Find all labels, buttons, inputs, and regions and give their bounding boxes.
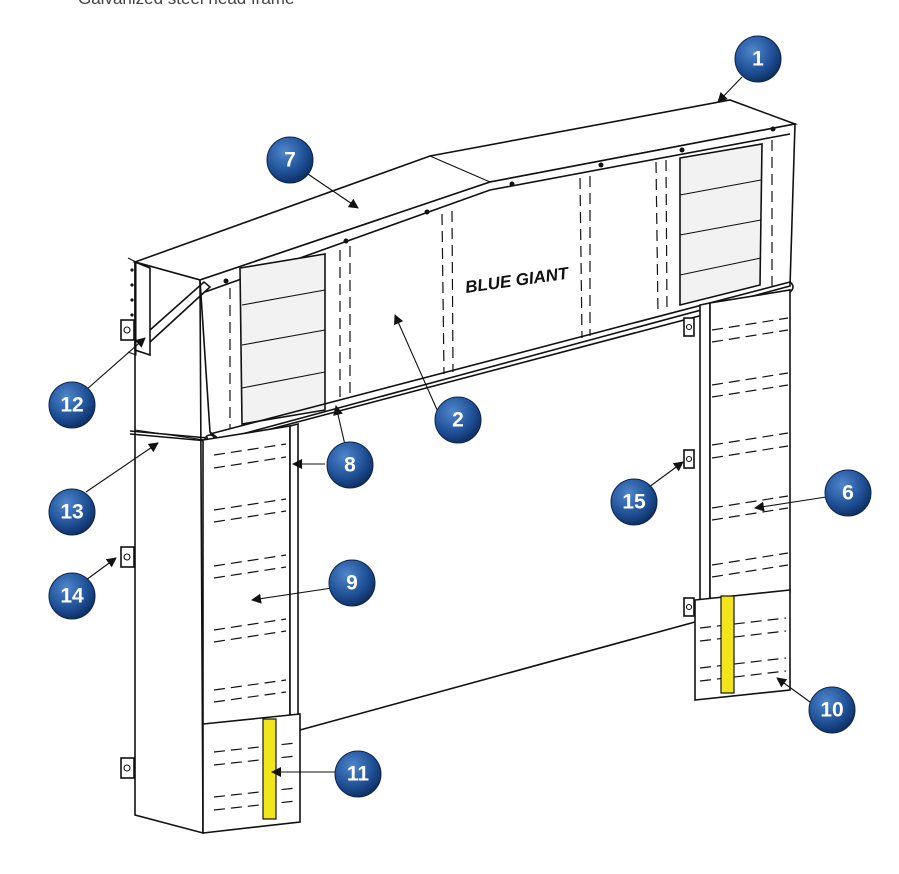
callout-6-label: 6 (842, 482, 854, 505)
callout-13: 13 (48, 488, 96, 536)
callout-7: 7 (266, 136, 314, 184)
callout-12: 12 (48, 381, 96, 429)
left-guide-stripe (262, 718, 277, 820)
left-side-pad (202, 422, 301, 834)
head-bottom-rail (209, 281, 791, 435)
callout-14: 14 (48, 572, 96, 620)
callout-2-label: 2 (452, 409, 464, 432)
callout-11-label: 11 (347, 763, 370, 786)
callout-8-top: 8 (326, 441, 374, 489)
callout-9-label: 9 (346, 572, 358, 595)
wall-brackets (120, 317, 695, 779)
caption-text: Galvanized steel head frame (78, 0, 294, 9)
callout-15-label: 15 (622, 491, 646, 514)
callout-6: 6 (824, 469, 872, 517)
opening-bottom-line (299, 621, 696, 731)
leader-lines (85, 76, 827, 777)
support-bracket (127, 257, 212, 357)
callout-9: 9 (328, 559, 376, 607)
right-guide-stripe (720, 595, 735, 694)
callout-7-label: 7 (284, 149, 296, 172)
callout-8-top-label: 8 (344, 454, 356, 477)
callout-2: 2 (434, 396, 482, 444)
callout-10: 10 (808, 686, 856, 734)
callout-10-label: 10 (820, 699, 843, 722)
right-side-pad (694, 289, 791, 701)
callout-1-label: 1 (752, 48, 764, 71)
callout-14-label: 14 (60, 585, 84, 608)
callout-11: 11 (334, 750, 382, 798)
head-curtain: BLUE GIANT (199, 123, 796, 441)
callout-13-label: 13 (60, 501, 83, 524)
callout-15: 15 (610, 478, 658, 526)
callout-12-label: 12 (60, 394, 83, 417)
callout-1: 1 (734, 35, 782, 83)
